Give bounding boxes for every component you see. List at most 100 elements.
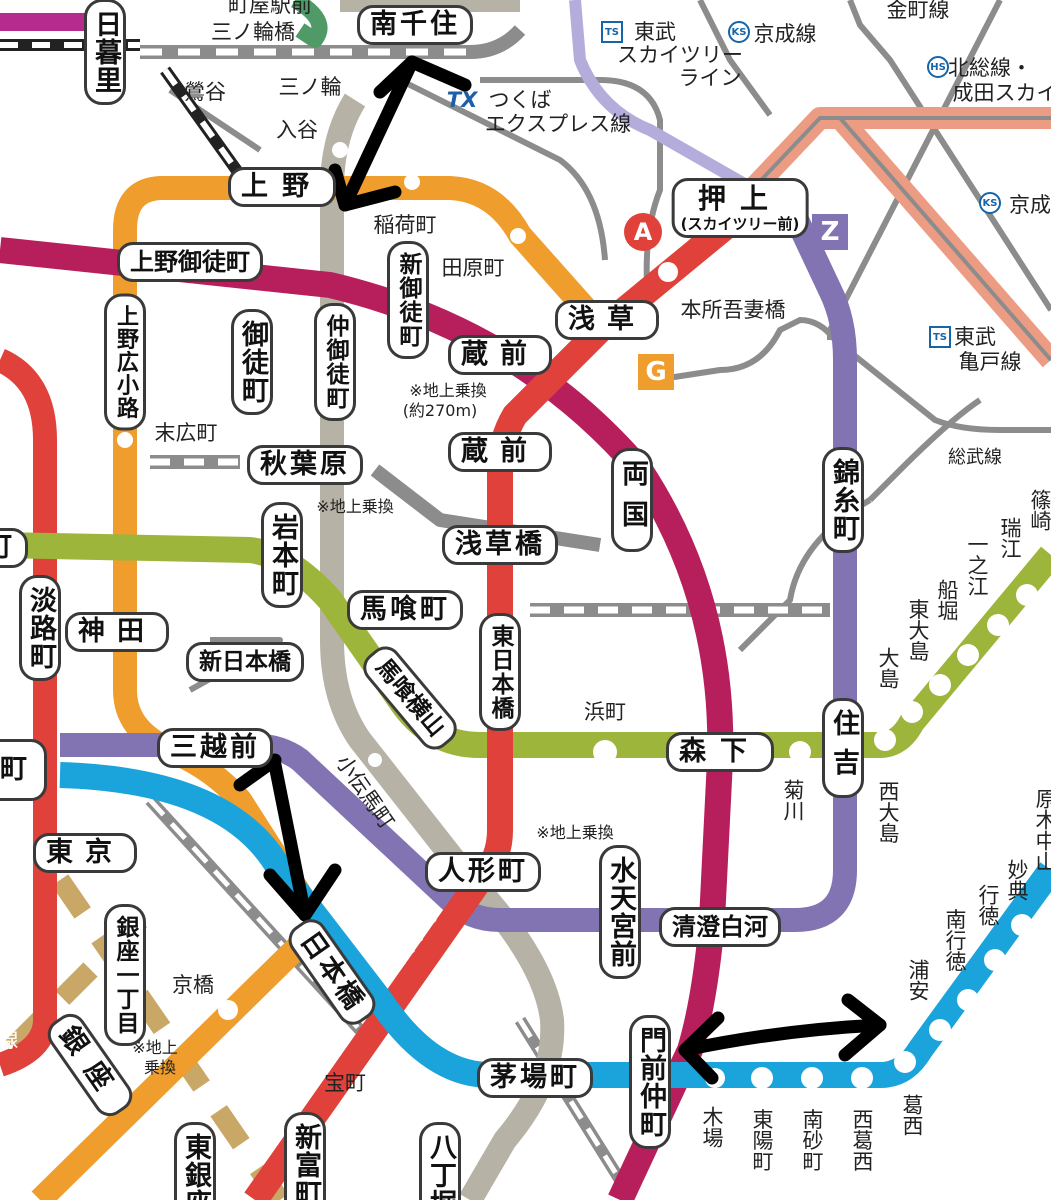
station-bakurocho[interactable]: 馬喰町	[347, 590, 463, 630]
station-kiyosumishirakawa[interactable]: 清澄白河	[659, 907, 781, 947]
asakusa-line-badge: A	[624, 213, 662, 251]
station-iwamotocho[interactable]: 岩本町	[261, 502, 303, 608]
label-funabori: 船堀	[935, 579, 959, 621]
station-morishita[interactable]: 森下	[666, 732, 774, 772]
label-kiba: 木場	[700, 1106, 724, 1148]
label-nishikasai: 西葛西	[850, 1108, 874, 1172]
station-nippori[interactable]: 日暮里	[84, 0, 126, 105]
label-mizue: 瑞江	[998, 517, 1022, 559]
station-shinokachimachi[interactable]: 新御徒町	[387, 241, 429, 359]
tobu-kameido-badge: TS	[929, 326, 951, 348]
station-ginzaitchome[interactable]: 銀座一丁目	[104, 904, 146, 1046]
label-tobu-skytree: 東武	[634, 20, 676, 44]
station-asakusabashi[interactable]: 浅草橋	[442, 525, 558, 565]
label-transfer-ginza-2: 乗換	[143, 1058, 177, 1077]
station-ryogoku[interactable]: 両国	[611, 448, 653, 552]
label-honjoazumabashi: 本所吾妻橋	[680, 298, 786, 322]
jr-other-lines	[168, 0, 1051, 693]
label-keisei-2: 京成	[1009, 193, 1051, 217]
label-urayasu: 浦安	[906, 959, 930, 1001]
label-hokuso: 北総線・	[948, 56, 1032, 80]
station-ningyocho[interactable]: 人形町	[425, 852, 541, 892]
station-edge-left-2[interactable]: 町	[0, 739, 47, 801]
station-mitsukoshimae[interactable]: 三越前	[157, 728, 273, 768]
label-tsukuba-2: エクスプレス線	[484, 112, 632, 136]
label-machiyaekimae: 町屋駅前	[228, 0, 312, 17]
label-kikukawa: 菊川	[781, 779, 805, 821]
station-nakaokachimachi[interactable]: 仲御徒町	[314, 303, 356, 421]
arrow-minamisenju-ueno	[338, 55, 419, 212]
label-ichinoe: 一之江	[965, 533, 989, 597]
station-minamisenju[interactable]: 南千住	[357, 5, 473, 45]
label-transfer-ginza: ※地上	[132, 1038, 178, 1057]
ginza-line-badge: G	[638, 354, 674, 390]
label-transfer-akihabara: ※地上乗換	[316, 497, 394, 516]
label-takaracho: 宝町	[324, 1071, 366, 1095]
label-higashiojima: 東大島	[906, 598, 930, 662]
jr-joban-line	[140, 25, 526, 59]
label-transfer-ningyocho: ※地上乗換	[536, 823, 614, 842]
label-kasai: 葛西	[900, 1094, 924, 1136]
label-marunouchi-edge: 線	[0, 1028, 19, 1052]
station-kayabacho[interactable]: 茅場町	[477, 1058, 593, 1098]
station-oshiage-name: 押上	[697, 182, 782, 215]
oedo-line	[0, 237, 734, 1200]
station-shintomicho[interactable]: 新富町	[284, 1112, 326, 1200]
label-edge-right: 原木中山	[1033, 788, 1051, 872]
station-monzennakacho[interactable]: 門前仲町	[629, 1015, 671, 1149]
station-oshiage[interactable]: 押上 (スカイツリー前)	[671, 178, 809, 238]
station-kinshicho[interactable]: 錦糸町	[822, 447, 864, 553]
station-ueno[interactable]: 上野	[228, 167, 336, 207]
label-inaricho: 稲荷町	[373, 213, 437, 237]
station-hatchobori[interactable]: 八丁堀	[419, 1122, 461, 1200]
station-akihabara[interactable]: 秋葉原	[247, 445, 363, 485]
station-tokyo[interactable]: 東京	[33, 833, 137, 873]
label-minowabashi: 三ノ輪橋	[211, 20, 295, 44]
label-tobu-skytree-3: ライン	[678, 66, 742, 90]
label-tawaramachi: 田原町	[441, 256, 505, 280]
label-suehirocho: 末広町	[154, 421, 218, 445]
station-suitengumae[interactable]: 水天宮前	[599, 845, 641, 979]
annotation-arrows	[233, 55, 887, 1085]
label-hokuso-2: 成田スカイ	[952, 81, 1051, 105]
hanzomon-line-badge: Z	[812, 214, 848, 250]
label-transfer-kuramae-distance: (約270m)	[402, 401, 478, 420]
station-kuramae-oedo[interactable]: 蔵前	[448, 335, 552, 375]
station-kuramae-asakusa[interactable]: 蔵前	[448, 432, 552, 472]
label-tsukuba: つくば	[488, 88, 552, 112]
label-minowa: 三ノ輪	[278, 75, 342, 99]
station-awajicho[interactable]: 淡路町	[19, 575, 61, 681]
station-uenohirokoji[interactable]: 上野広小路	[104, 293, 146, 431]
label-ojima: 大島	[876, 647, 900, 689]
arrow-mitsukoshimae-nihombashi	[268, 758, 312, 922]
label-gyotoku: 行徳	[976, 884, 1000, 926]
station-higashinihombashi[interactable]: 東日本橋	[479, 613, 521, 731]
label-kyobashi: 京橋	[172, 973, 214, 997]
station-kanda[interactable]: 神田	[65, 612, 169, 652]
label-tobu-skytree-2: スカイツリー	[617, 43, 743, 67]
label-iriya: 入谷	[276, 118, 318, 142]
chiyoda-line	[290, 0, 328, 48]
label-keisei-line: 京成線	[753, 22, 817, 46]
station-oshiage-subname: (スカイツリー前)	[680, 215, 800, 233]
station-edge-left-1[interactable]: 町	[0, 528, 28, 568]
label-toyocho: 東陽町	[750, 1108, 774, 1172]
station-dots	[117, 142, 1038, 1089]
ginza-line	[31, 176, 609, 1200]
label-uguisudani: 鶯谷	[184, 80, 226, 104]
station-higashiginza[interactable]: 東銀座	[174, 1122, 216, 1200]
label-myoden: 妙典	[1005, 859, 1029, 901]
station-shinnihombashi[interactable]: 新日本橋	[186, 642, 304, 682]
station-asakusa[interactable]: 浅草	[555, 300, 659, 340]
station-uenookachimachi[interactable]: 上野御徒町	[117, 242, 263, 282]
station-okachimachi[interactable]: 御徒町	[231, 309, 273, 415]
station-sumiyoshi[interactable]: 住吉	[822, 698, 864, 798]
hanzomon-line	[60, 199, 857, 932]
label-minamigyotoku: 南行徳	[943, 908, 967, 972]
label-hamacho: 浜町	[584, 700, 626, 724]
arrow-monzennakacho-kasai	[678, 1018, 887, 1057]
jr-line-dash	[0, 42, 243, 177]
label-shinozaki: 篠崎	[1028, 489, 1051, 531]
